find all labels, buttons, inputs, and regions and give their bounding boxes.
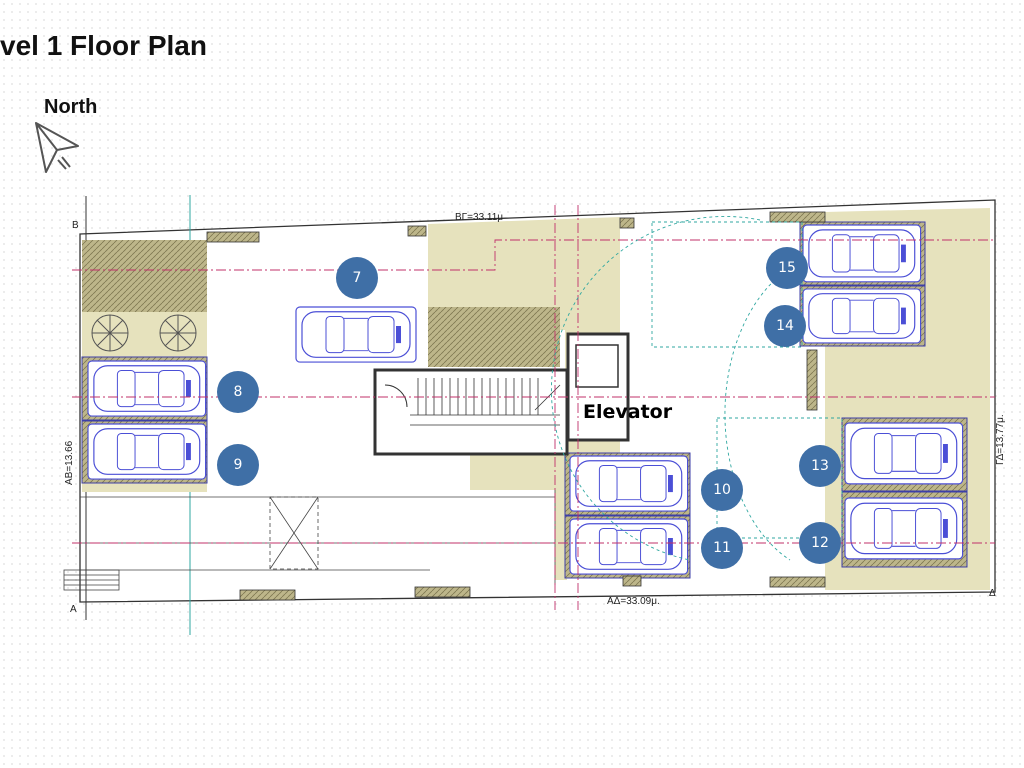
parking-marker-10[interactable]: 10 xyxy=(701,469,743,511)
dimension-top: ΒΓ=33.11μ xyxy=(455,212,503,223)
corner-d-label: Δ xyxy=(989,588,996,599)
parking-marker-7[interactable]: 7 xyxy=(336,257,378,299)
parking-marker-8[interactable]: 8 xyxy=(217,371,259,413)
parking-number: 13 xyxy=(811,458,829,474)
parking-number: 7 xyxy=(353,270,362,286)
corner-a-label: Α xyxy=(70,604,77,615)
elevator-label: Elevator xyxy=(583,401,673,423)
parking-number: 10 xyxy=(713,482,731,498)
parking-number: 14 xyxy=(776,318,794,334)
parking-marker-14[interactable]: 14 xyxy=(764,305,806,347)
parking-marker-12[interactable]: 12 xyxy=(799,522,841,564)
entrance-strip xyxy=(63,490,556,591)
parking-number: 9 xyxy=(234,457,243,473)
dimension-left: ΑΒ=13.66 xyxy=(64,440,75,485)
dimension-bottom: ΑΔ=33.09μ. xyxy=(607,596,660,607)
parking-marker-13[interactable]: 13 xyxy=(799,445,841,487)
corner-b-label: Β xyxy=(72,220,79,231)
parking-marker-9[interactable]: 9 xyxy=(217,444,259,486)
north-label: North xyxy=(44,96,98,118)
parking-number: 15 xyxy=(778,260,796,276)
tree-icons xyxy=(91,314,197,352)
wall-segments xyxy=(206,211,826,601)
guide-arcs xyxy=(551,216,843,561)
parking-marker-15[interactable]: 15 xyxy=(766,247,808,289)
parking-number: 12 xyxy=(811,535,829,551)
parking-number: 11 xyxy=(713,540,731,556)
stair-core xyxy=(373,368,569,456)
parking-marker-11[interactable]: 11 xyxy=(701,527,743,569)
slide-title: vel 1 Floor Plan xyxy=(0,30,207,61)
dimension-right: ΓΔ=13.77μ. xyxy=(995,414,1006,465)
parking-number: 8 xyxy=(234,384,243,400)
north-arrow-icon xyxy=(35,122,79,173)
